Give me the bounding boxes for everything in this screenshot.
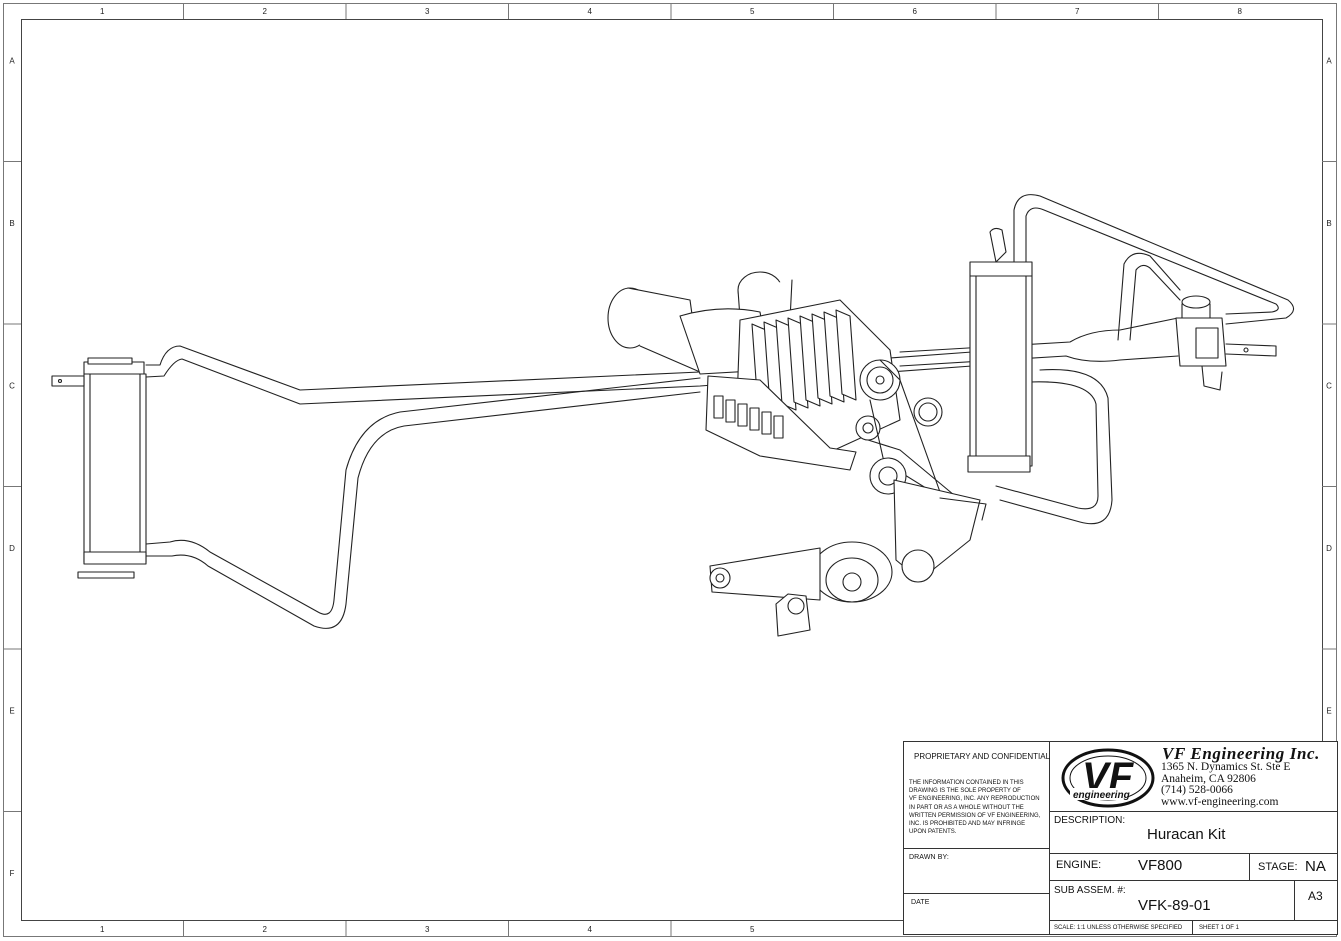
logo-subtext: engineering bbox=[1073, 790, 1130, 801]
zone-column-bottom-2: 2 bbox=[263, 925, 268, 934]
proprietary-line: WRITTEN PERMISSION OF VF ENGINEERING, bbox=[909, 812, 1041, 819]
left-heat-exchanger bbox=[51, 357, 147, 579]
address-line: 1365 N. Dynamics St. Ste E bbox=[1161, 761, 1291, 773]
proprietary-line: THE INFORMATION CONTAINED IN THIS bbox=[909, 780, 1024, 786]
sub-assembly-value: VFK-89-01 bbox=[1138, 897, 1211, 914]
zone-row-left-B: B bbox=[9, 219, 14, 228]
company-name: VF Engineering Inc. bbox=[1162, 744, 1320, 763]
engine-value: VF800 bbox=[1138, 857, 1183, 874]
left-pipe bbox=[145, 345, 973, 629]
engine-label: ENGINE: bbox=[1056, 859, 1102, 871]
proprietary-line: DRAWING IS THE SOLE PROPERTY OF bbox=[909, 788, 1021, 795]
zone-row-right-B: B bbox=[1326, 219, 1331, 228]
stage-label: STAGE: bbox=[1258, 861, 1298, 873]
zone-row-right-D: D bbox=[1326, 544, 1332, 553]
address-line: (714) 528-0066 bbox=[1161, 784, 1233, 796]
proprietary-notice: THE INFORMATION CONTAINED IN THIS DRAWING… bbox=[909, 779, 1049, 836]
zone-row-left-C: C bbox=[9, 381, 15, 390]
sheet-size: A3 bbox=[1308, 889, 1323, 903]
scale-note: SCALE: 1:1 UNLESS OTHERWISE SPECIFIED bbox=[1054, 925, 1183, 931]
proprietary-heading: PROPRIETARY AND CONFIDENTIAL bbox=[914, 752, 1051, 761]
drawn-by-label: DRAWN BY: bbox=[909, 854, 949, 861]
zone-row-left-D: D bbox=[9, 544, 15, 553]
zone-column-bottom-1: 1 bbox=[100, 925, 105, 934]
address-line: www.vf-engineering.com bbox=[1161, 795, 1279, 808]
zone-column-top-4: 4 bbox=[588, 7, 593, 16]
proprietary-line: UPON PATENTS. bbox=[909, 829, 957, 836]
zone-column-top-5: 5 bbox=[750, 7, 755, 16]
zone-row-left-E: E bbox=[9, 706, 14, 715]
zone-column-top-6: 6 bbox=[913, 7, 918, 16]
proprietary-line: INC. IS PROHIBITED AND MAY INFRINGE bbox=[909, 821, 1026, 828]
stage-value: NA bbox=[1305, 858, 1326, 875]
supercharger-assembly bbox=[607, 271, 987, 637]
zone-column-top-7: 7 bbox=[1075, 7, 1080, 16]
address-line: Anaheim, CA 92806 bbox=[1161, 772, 1256, 785]
right-heat-exchanger bbox=[967, 227, 1033, 473]
proprietary-line: IN PART OR AS A WHOLE WITHOUT THE bbox=[909, 804, 1024, 811]
description-value: Huracan Kit bbox=[1147, 826, 1226, 843]
zone-column-bottom-3: 3 bbox=[425, 925, 430, 934]
zone-column-top-3: 3 bbox=[425, 7, 430, 16]
description-label: DESCRIPTION: bbox=[1054, 815, 1126, 826]
sheet-number: SHEET 1 OF 1 bbox=[1199, 925, 1239, 931]
vf-engineering-logo: VF engineering bbox=[1061, 748, 1155, 808]
proprietary-line: VF ENGINEERING, INC. ANY REPRODUCTION bbox=[909, 796, 1040, 803]
zone-row-right-E: E bbox=[1326, 706, 1331, 715]
zone-row-left-A: A bbox=[9, 56, 15, 65]
right-pipe-loop bbox=[899, 194, 1295, 525]
zone-column-top-2: 2 bbox=[263, 7, 268, 16]
zone-column-top-1: 1 bbox=[100, 7, 105, 16]
zone-row-right-C: C bbox=[1326, 381, 1332, 390]
zone-column-top-8: 8 bbox=[1238, 7, 1243, 16]
zone-column-bottom-4: 4 bbox=[588, 925, 593, 934]
zone-column-bottom-5: 5 bbox=[750, 925, 755, 934]
zone-row-left-F: F bbox=[10, 869, 15, 878]
zone-row-right-A: A bbox=[1326, 56, 1332, 65]
date-label: DATE bbox=[911, 899, 930, 906]
sub-assembly-label: SUB ASSEM. #: bbox=[1054, 885, 1126, 896]
bypass-valve-bracket bbox=[1175, 295, 1277, 391]
